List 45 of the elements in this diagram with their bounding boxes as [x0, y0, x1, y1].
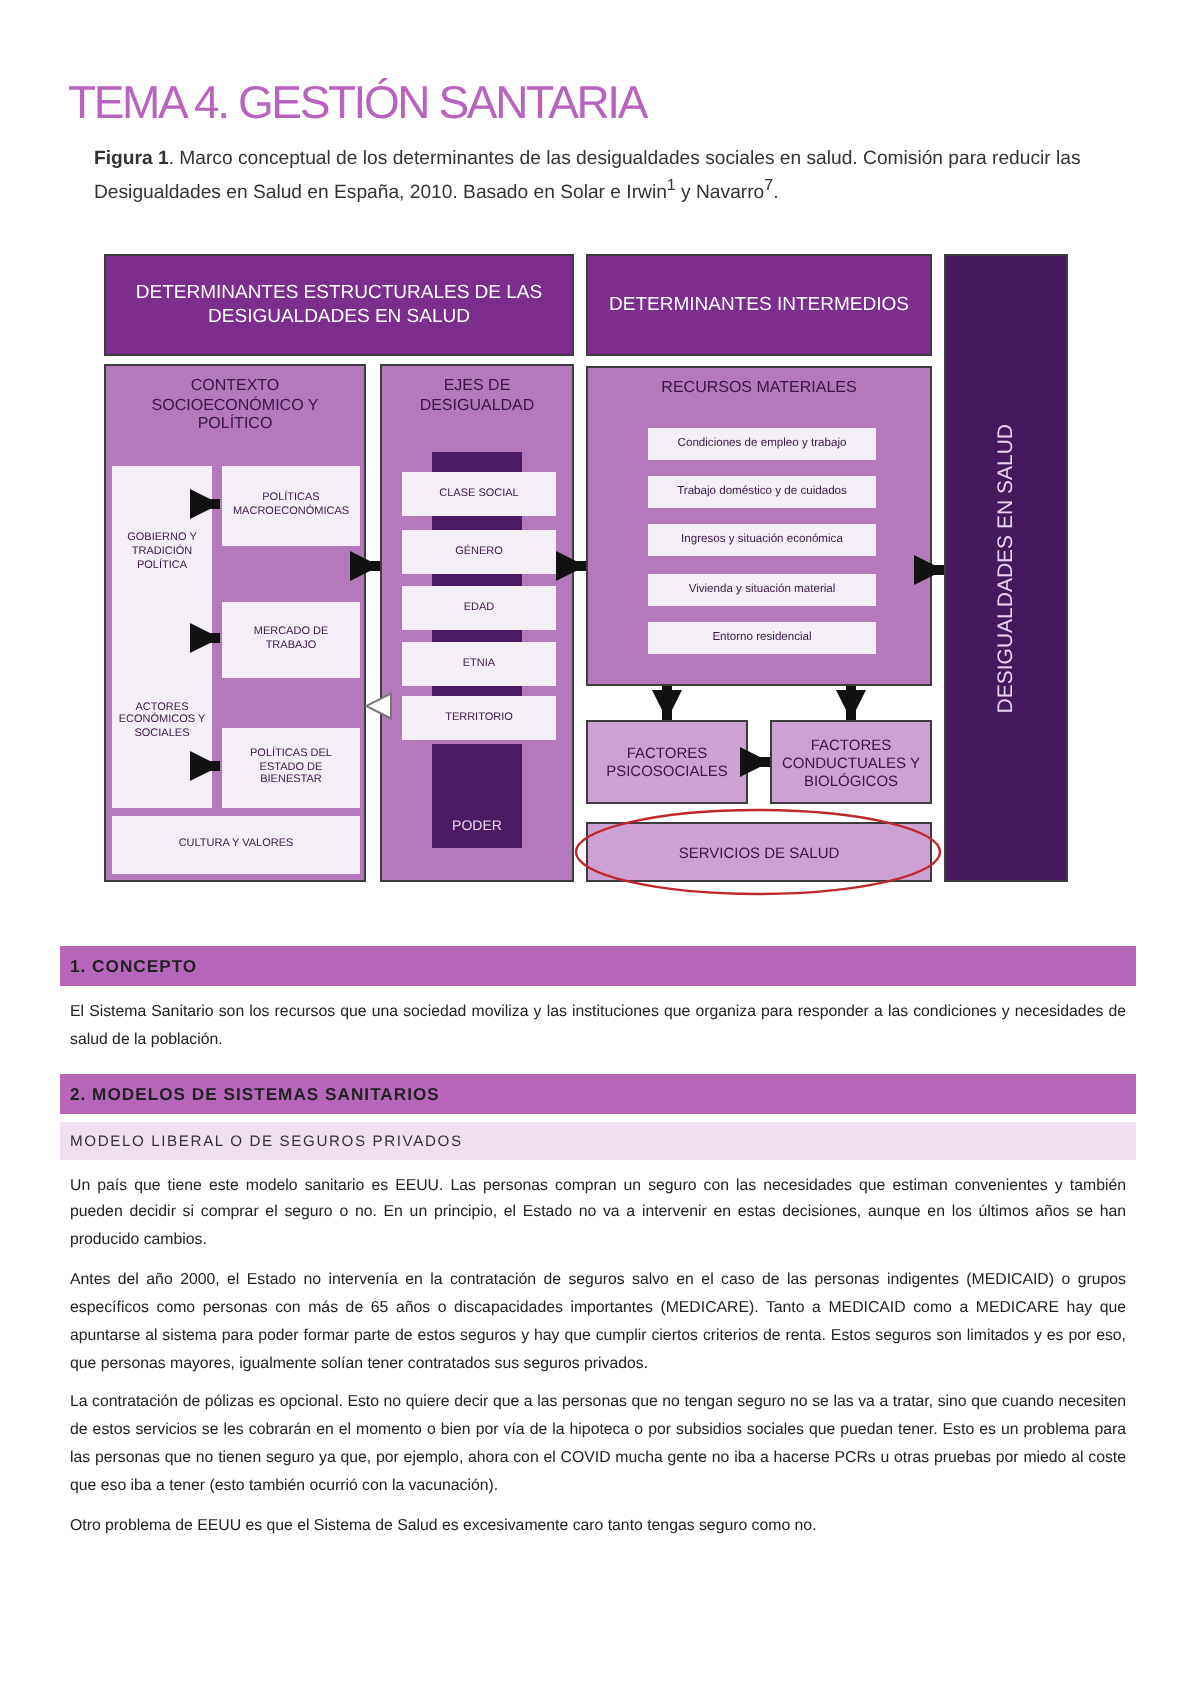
section-heading: 1. CONCEPTO [60, 946, 1136, 986]
block-arrow [836, 686, 866, 720]
axis-bar [432, 744, 522, 848]
figure-caption: Figura 1. Marco conceptual de los determinantes de las desigualdades sociales en salud. Comisión para reducir las Desigualdades en Salud en España, 2010. Basado en Solar e Irwin$^{1}$ y Navarro$^{7}$. [94, 146, 1083, 208]
panel [104, 364, 366, 882]
block-arrow [740, 747, 770, 777]
content-box [648, 574, 876, 606]
content-box [402, 586, 556, 630]
content-box [648, 428, 876, 460]
panel-title: EJES DE DESIGUALDAD [417, 376, 537, 415]
content-box [402, 530, 556, 574]
block-arrow [652, 686, 682, 720]
header-text: DETERMINANTES INTERMEDIOS [609, 293, 909, 317]
factor-box [770, 720, 932, 804]
content-box [222, 728, 360, 808]
content-box [222, 466, 360, 546]
content-box [648, 476, 876, 508]
panel [380, 364, 574, 882]
block-arrow [190, 489, 220, 519]
content-box [648, 622, 876, 654]
content-box [112, 816, 360, 874]
factor-box [586, 822, 932, 882]
header-band [586, 254, 932, 356]
content-box [402, 696, 556, 740]
panel-title: RECURSOS MATERIALES [661, 378, 857, 398]
content-box [222, 602, 360, 678]
content-box [402, 642, 556, 686]
panel [586, 366, 932, 686]
content-box [402, 472, 556, 516]
block-arrow [365, 692, 392, 720]
page-title: TEMA 4. GESTIÓN SANTARIA [68, 76, 646, 130]
block-arrow [556, 551, 586, 581]
content-box [112, 466, 212, 808]
header-band [104, 254, 574, 356]
content-box [648, 524, 876, 556]
outcome-text: DESIGUALDADES EN SALUD [993, 423, 1019, 713]
block-arrow [190, 751, 220, 781]
panel-title: CONTEXTO SOCIOECONÓMICO Y POLÍTICO [149, 376, 321, 434]
outcome-band [944, 254, 1068, 882]
factor-box [586, 720, 748, 804]
block-arrow [914, 555, 944, 585]
block-arrow [190, 623, 220, 653]
block-arrow [350, 551, 380, 581]
header-text: DETERMINANTES ESTRUCTURALES DE LAS DESIGUALDADES EN SALUD [133, 282, 545, 328]
section-heading: 2. MODELOS DE SISTEMAS SANITARIOS [60, 1073, 1136, 1114]
